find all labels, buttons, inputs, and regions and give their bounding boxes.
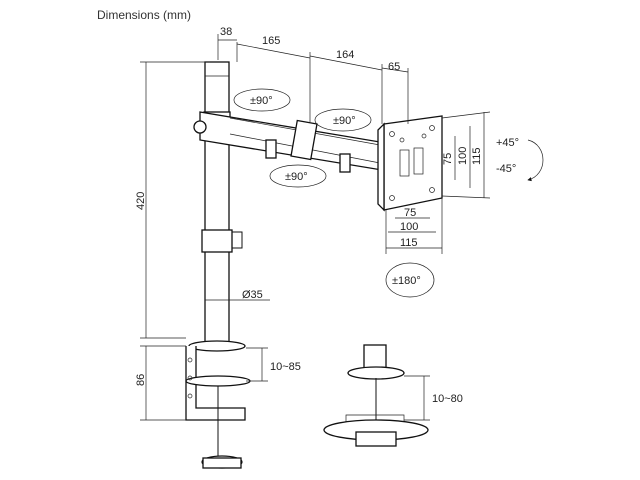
dim-arm-segment-1: 165	[262, 35, 280, 47]
rotation-tilt-up: +45°	[496, 137, 519, 149]
dim-vesa-h-small: 75	[404, 207, 416, 219]
clamp-base	[185, 340, 251, 469]
pole	[201, 61, 243, 348]
rotation-arm-joint: ±90°	[333, 115, 356, 127]
dim-vesa-h-large: 100	[400, 221, 418, 233]
dim-vesa-v-large: 100	[457, 147, 469, 165]
dim-arm-segment-2: 164	[336, 49, 354, 61]
dim-clamp-height: 86	[135, 374, 147, 386]
dim-head-depth: 65	[388, 61, 400, 73]
arm	[193, 111, 383, 173]
dim-pole-diameter: Ø35	[242, 289, 263, 301]
dim-clamp-range: 10~85	[270, 361, 301, 373]
dim-grommet-range: 10~80	[432, 393, 463, 405]
grommet-base	[323, 344, 429, 447]
rotation-tilt-down: -45°	[496, 163, 516, 175]
dim-plate-height: 115	[471, 147, 483, 165]
dim-pole-height: 420	[135, 192, 147, 210]
rotation-pole-joint: ±90°	[250, 95, 273, 107]
rotation-head-joint: ±90°	[285, 171, 308, 183]
dim-arm-offset: 38	[220, 26, 232, 38]
dimension-lines	[140, 34, 491, 421]
rotation-arrows	[233, 88, 544, 298]
diagram-title: Dimensions (mm)	[97, 8, 192, 22]
vesa-plate	[377, 115, 443, 212]
dim-vesa-v-small: 75	[442, 153, 454, 165]
dim-plate-width: 115	[400, 237, 418, 249]
rotation-swivel: ±180°	[392, 275, 421, 287]
